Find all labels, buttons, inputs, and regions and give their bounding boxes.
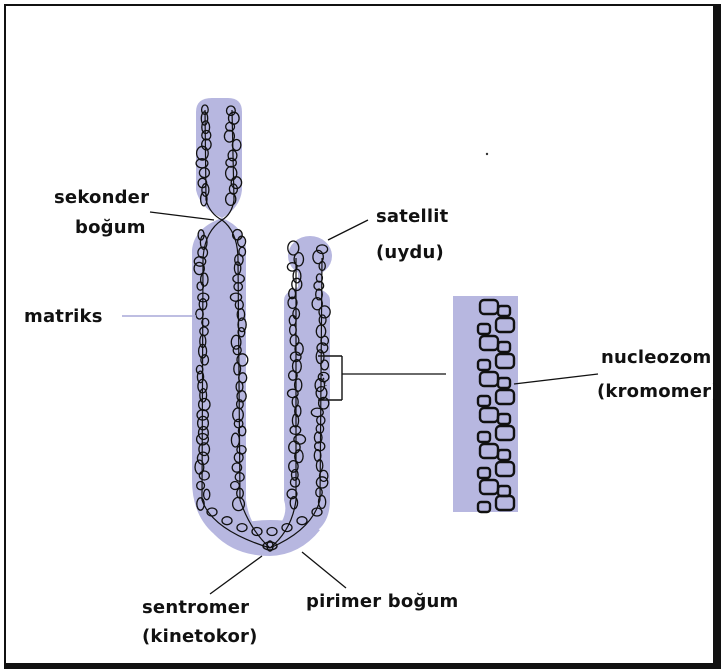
label-pirimer: pirimer boğum — [306, 591, 459, 612]
label-nucleozom-2: (kromomer) — [597, 381, 720, 402]
satellit-leader — [328, 220, 368, 240]
nucleozom-leader — [514, 374, 598, 384]
label-sentromer-1: sentromer — [142, 597, 249, 618]
label-sekonder-2: boğum — [75, 217, 146, 238]
label-satellit-2: (uydu) — [376, 242, 444, 263]
label-satellit-1: satellit — [376, 206, 449, 227]
label-matriks: matriks — [24, 306, 103, 327]
label-sentromer-2: (kinetokor) — [142, 626, 258, 647]
left-arm-upper — [196, 98, 242, 218]
label-nucleozom-1: nucleozom — [601, 347, 711, 368]
sentromer-leader — [210, 556, 262, 594]
stray-dot — [486, 153, 488, 155]
nucleosome-inset — [453, 296, 518, 512]
sekonder-leader — [150, 212, 214, 220]
label-sekonder-1: sekonder — [54, 187, 149, 208]
pirimer-leader — [302, 552, 346, 588]
chromosome-body — [192, 98, 332, 556]
